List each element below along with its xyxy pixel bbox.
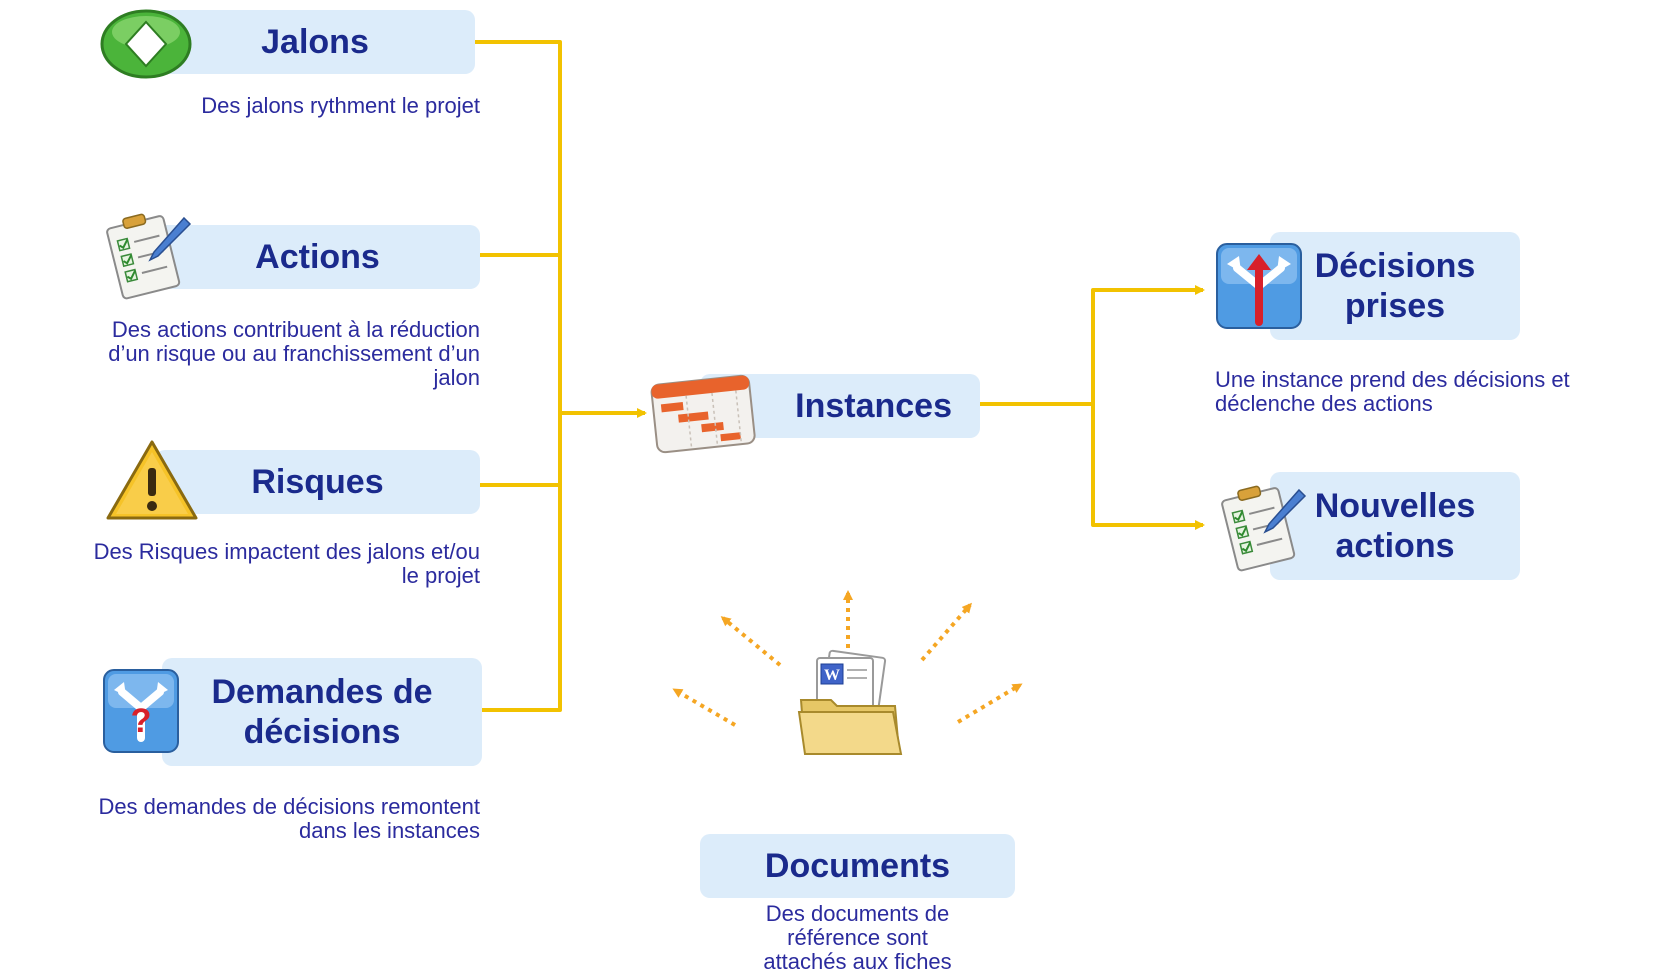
nouvelles-node[interactable]: Nouvelles actions — [1270, 472, 1520, 580]
word-documents-folder-icon: W — [797, 649, 903, 755]
decision-arrows-icon — [1216, 243, 1302, 329]
risques-description: Des Risques impactent des jalons et/ou l… — [93, 539, 480, 588]
document-ray-4 — [920, 602, 972, 662]
decisions-node[interactable]: Décisions prises — [1270, 232, 1520, 340]
svg-text:?: ? — [131, 702, 152, 740]
instances-title: Instances — [795, 387, 952, 425]
checklist-pencil-icon — [106, 213, 192, 300]
connector-jalons — [454, 40, 562, 410]
warning-triangle-icon — [106, 440, 198, 520]
document-ray-1 — [672, 688, 737, 727]
documents-description: Des documents de référence sont attachés… — [763, 901, 952, 974]
demandes-description: Des demandes de décisions remontent dans… — [98, 794, 480, 843]
actions-description: Des actions contribuent à la réduction d… — [108, 317, 480, 390]
documents-node[interactable]: Documents — [700, 834, 1015, 898]
risques-node[interactable]: Risques — [155, 450, 480, 514]
checklist-pencil-icon — [1221, 485, 1307, 572]
gantt-table-icon — [650, 374, 756, 454]
svg-text:W: W — [824, 667, 840, 684]
connector-demandes — [456, 410, 562, 712]
risques-title: Risques — [251, 463, 384, 501]
actions-node[interactable]: Actions — [155, 225, 480, 289]
nouvelles-title: Nouvelles actions — [1314, 487, 1476, 565]
jalons-node[interactable]: Jalons — [155, 10, 475, 74]
demandes-node[interactable]: Demandes de décisions — [162, 658, 482, 766]
document-ray-5 — [956, 683, 1023, 724]
connector-to-nouvelles — [1091, 404, 1205, 530]
jalons-description: Des jalons rythment le projet — [201, 93, 480, 118]
jalons-title: Jalons — [261, 23, 369, 61]
connector-to-decisions — [1091, 285, 1205, 404]
document-ray-2 — [720, 616, 782, 667]
decisions-title: Décisions prises — [1314, 247, 1476, 325]
decisions-description: Une instance prend des décisions et décl… — [1215, 367, 1570, 416]
actions-title: Actions — [255, 238, 380, 276]
documents-title: Documents — [764, 847, 951, 885]
green-diamond-milestone-icon — [100, 9, 192, 79]
demandes-title: Demandes de décisions — [211, 673, 433, 751]
decision-question-arrows-icon: ? — [103, 669, 179, 753]
